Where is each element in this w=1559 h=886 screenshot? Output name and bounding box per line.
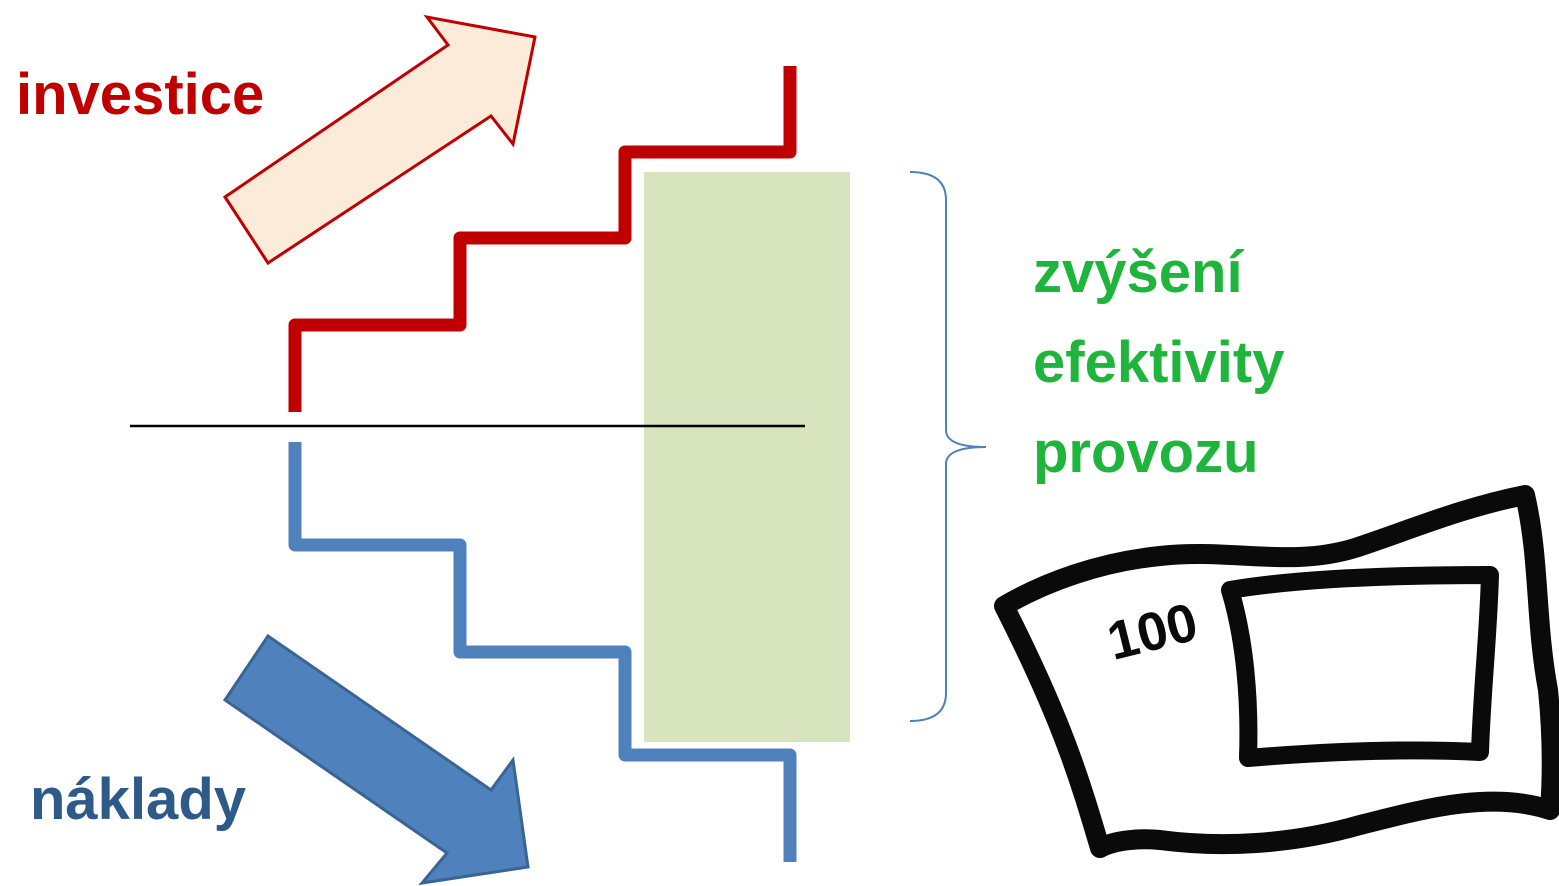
brace-icon — [909, 171, 987, 722]
cost-staircase — [288, 442, 797, 862]
efficiency-label-line-3: provozu — [1033, 420, 1259, 485]
efficiency-label-line-1: zvýšení — [1033, 240, 1243, 305]
costs-label: náklady — [30, 767, 246, 832]
investment-label: investice — [16, 62, 265, 127]
efficiency-label: zvýšení efektivity provozu — [1033, 228, 1284, 498]
banknote-icon: 100 — [994, 485, 1559, 858]
arrow-up-icon — [222, 14, 537, 266]
efficiency-band — [644, 172, 850, 742]
investment-staircase — [288, 66, 797, 412]
efficiency-label-line-2: efektivity — [1033, 330, 1285, 395]
arrow-down-icon — [222, 633, 530, 886]
banknote-denomination: 100 — [1102, 592, 1204, 672]
